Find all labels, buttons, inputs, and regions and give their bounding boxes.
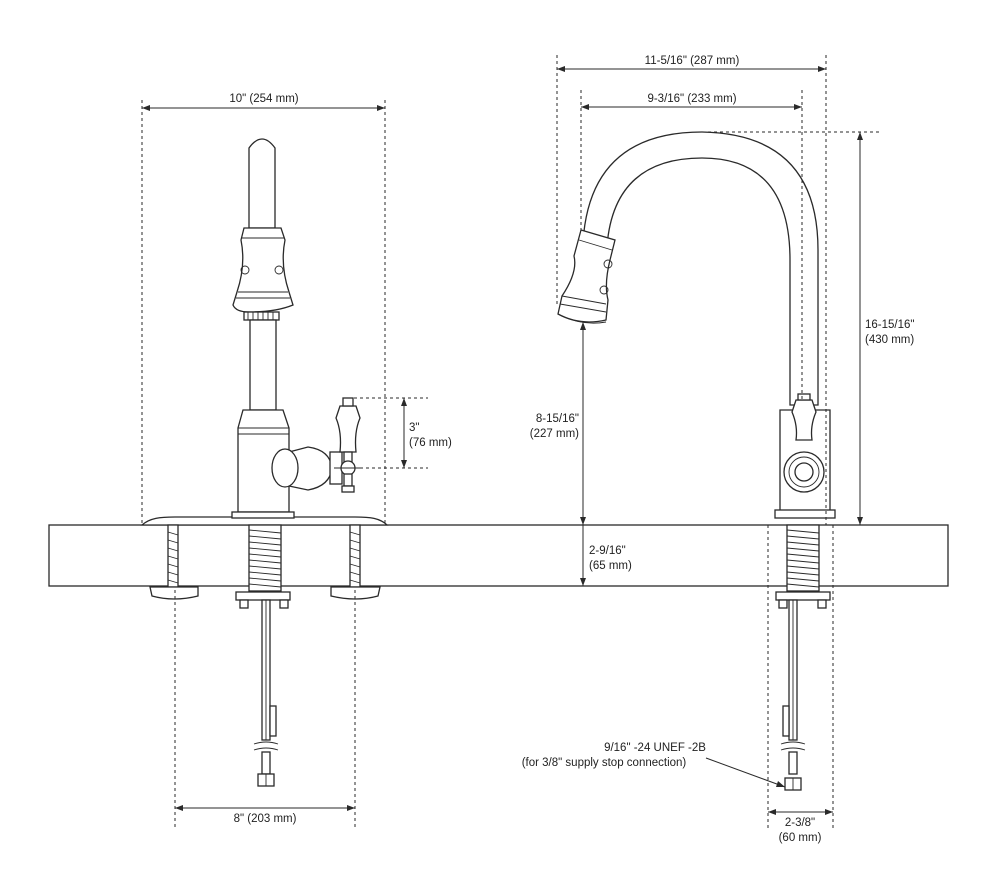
label-centers-width: 8" (203 mm): [234, 813, 297, 825]
front-view: [140, 138, 389, 787]
left-mount-nut: [149, 586, 199, 600]
side-lever: [791, 399, 817, 441]
label-supply-thread: 9/16" -24 UNEF -2B: [604, 742, 706, 754]
label-reach-overall: 11-5/16" (287 mm): [645, 55, 740, 67]
faucet-stem: [249, 319, 277, 411]
side-view: [557, 131, 836, 791]
side-shank: [786, 524, 820, 592]
label-reach-spout: 9-3/16" (233 mm): [647, 93, 736, 105]
label-front-width: 10" (254 mm): [229, 93, 298, 105]
deck-plate: [140, 516, 389, 526]
label-total-height-imperial: 16-15/16": [865, 319, 914, 331]
lever-handle: [335, 405, 361, 453]
label-supply-note: (for 3/8" supply stop connection): [522, 757, 687, 769]
label-total-height-metric: (430 mm): [865, 334, 914, 346]
spray-head-body: [232, 227, 294, 313]
label-spout-clearance-metric: (227 mm): [530, 428, 579, 440]
extension-lines: [141, 55, 882, 830]
gooseneck-spout: [582, 131, 819, 406]
countertop: [48, 524, 949, 587]
label-base-width-imperial: 2-3/8": [785, 817, 815, 829]
label-base-width-metric: (60 mm): [779, 832, 822, 844]
dimension-lines: [142, 66, 863, 815]
label-handle-height-metric: (76 mm): [409, 437, 452, 449]
spray-head-wand: [248, 138, 276, 229]
pulldown-spray-head: [557, 229, 616, 323]
dimension-labels: 10" (254 mm) 8" (203 mm) 3" (76 mm) 11-5…: [222, 55, 914, 844]
label-deck-thickness-imperial: 2-9/16": [589, 545, 626, 557]
label-deck-thickness-metric: (65 mm): [589, 560, 632, 572]
label-handle-height-imperial: 3": [409, 422, 419, 434]
label-spout-clearance-imperial: 8-15/16": [536, 413, 579, 425]
center-shank: [248, 524, 282, 592]
